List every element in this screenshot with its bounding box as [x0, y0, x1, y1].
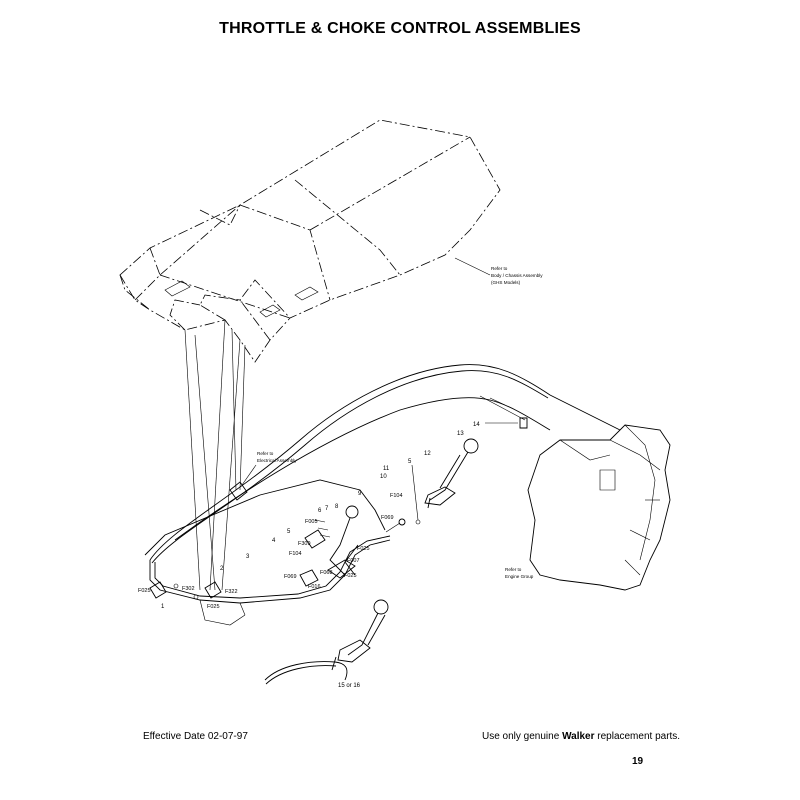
svg-text:14: 14	[473, 422, 480, 428]
callout-labels: 1 2 3 4 5 5 6 7 8 9 10 11 12 13 14 15 or…	[138, 422, 480, 689]
svg-text:Electrical Assembly: Electrical Assembly	[257, 458, 297, 463]
svg-text:F069: F069	[284, 574, 297, 580]
effective-date: Effective Date 02-07-97	[143, 731, 248, 742]
svg-text:F005: F005	[305, 519, 318, 525]
svg-text:Refer to: Refer to	[257, 451, 274, 456]
svg-text:F025: F025	[357, 546, 370, 552]
svg-text:12: 12	[424, 451, 431, 457]
svg-text:7: 7	[325, 506, 329, 512]
svg-text:F025: F025	[138, 588, 151, 594]
svg-text:11: 11	[383, 466, 390, 472]
svg-text:Refer to: Refer to	[505, 567, 522, 572]
engine-ref: Refer to Engine Group	[505, 567, 534, 579]
lever-assembly-bottom	[331, 599, 389, 671]
control-cables	[149, 364, 621, 685]
svg-text:F025: F025	[207, 604, 220, 610]
svg-text:F309: F309	[298, 541, 311, 547]
page-title: THROTTLE & CHOKE CONTROL ASSEMBLIES	[219, 20, 581, 37]
svg-text:3: 3	[246, 554, 250, 560]
svg-text:10: 10	[380, 474, 387, 480]
engine-outline	[527, 424, 671, 591]
left-brackets	[149, 581, 222, 600]
svg-text:9: 9	[358, 491, 362, 497]
frame-rails	[144, 479, 391, 626]
svg-text:6: 6	[318, 508, 322, 514]
svg-text:8: 8	[335, 504, 339, 510]
svg-text:13: 13	[457, 431, 464, 437]
svg-text:Engine Group: Engine Group	[505, 574, 534, 579]
page-number: 19	[632, 756, 644, 767]
svg-text:(GHS Models): (GHS Models)	[491, 280, 521, 285]
svg-text:4: 4	[272, 538, 276, 544]
svg-text:F069: F069	[381, 515, 394, 521]
svg-text:5: 5	[287, 529, 291, 535]
svg-text:2: 2	[220, 566, 224, 572]
svg-text:F104: F104	[289, 551, 302, 557]
svg-text:1: 1	[161, 604, 165, 610]
svg-text:Body / Chassis Assembly: Body / Chassis Assembly	[491, 273, 543, 278]
lever-assembly-center	[299, 505, 406, 587]
svg-text:F104: F104	[390, 493, 403, 499]
lever-assembly-right	[411, 438, 479, 525]
electrical-switch: Refer to Electrical Assembly	[229, 451, 297, 501]
svg-text:F068: F068	[320, 570, 333, 576]
body-chassis-outline	[119, 119, 501, 363]
projection-lines	[184, 319, 246, 591]
svg-text:5: 5	[408, 459, 412, 465]
svg-text:F302: F302	[182, 586, 195, 592]
brand-name: Walker	[562, 731, 595, 742]
svg-text:F322: F322	[225, 589, 238, 595]
body-chassis-ref: Refer to Body / Chassis Assembly (GHS Mo…	[491, 266, 543, 285]
svg-text:Refer to: Refer to	[491, 266, 508, 271]
genuine-parts-note: Use only genuine Walker replacement part…	[482, 731, 681, 742]
svg-text:15 or 16: 15 or 16	[338, 683, 361, 689]
svg-text:F007: F007	[347, 558, 360, 564]
cable-end-connector	[485, 417, 528, 429]
svg-text:F016: F016	[308, 584, 321, 590]
svg-text:F025: F025	[344, 573, 357, 579]
